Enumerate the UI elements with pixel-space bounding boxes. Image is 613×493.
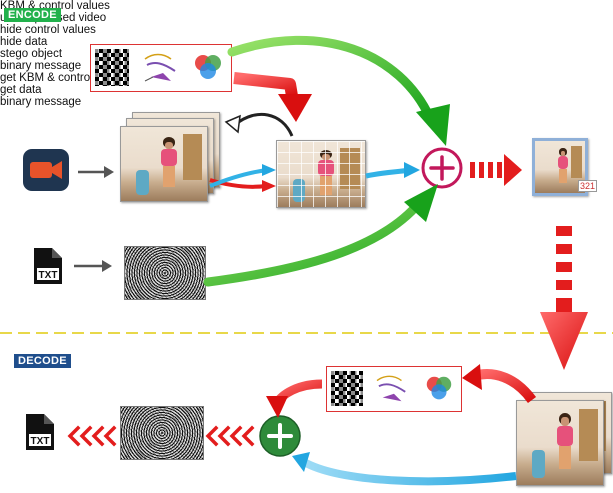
arrow-control-values-to-hide-data [365, 162, 420, 179]
decode-rgb-color-wheel-icon [426, 376, 452, 400]
decode-kbm-control-values-box [326, 366, 462, 412]
hide-data-label: hide data [0, 36, 48, 48]
hide-data-plus-icon [421, 147, 463, 189]
video-camera-icon [23, 149, 69, 191]
stego-object-frame [532, 138, 588, 196]
arrow-txt-to-binary-message [74, 260, 112, 272]
encode-tag: ENCODE [4, 8, 61, 22]
arrow-gridded-frame-to-video [224, 113, 294, 137]
gridded-video-frame [276, 140, 366, 208]
kbm-key-pattern [95, 49, 129, 86]
decode-txt-file-icon: TXT [26, 414, 54, 450]
decode-control-values-icon [376, 375, 406, 402]
kbm-control-values-label: KBM & control values [0, 0, 110, 12]
get-data-label: get data [0, 84, 42, 96]
uncompressed-video-label: uncompressed video [0, 12, 107, 24]
decode-video-frame-front [516, 400, 604, 486]
arrow-decode-video-to-kbm [462, 364, 537, 404]
arrow-camera-to-video [78, 166, 114, 178]
chevrons-binary-to-txt [67, 425, 117, 447]
arrow-decode-video-to-get-data [292, 452, 517, 486]
stego-badge: 321 [578, 180, 598, 192]
decode-binary-message-image [120, 406, 204, 460]
txt-file-icon: TXT [34, 248, 62, 284]
kbm-control-values-box [90, 44, 232, 92]
hide-control-values-label: hide control values [0, 24, 96, 36]
arrow-decode-kbm-to-get-data [266, 379, 323, 418]
rgb-color-wheel-icon [195, 55, 221, 79]
video-frame-front [120, 126, 208, 202]
txt-file-label: TXT [39, 270, 58, 281]
decode-tag: DECODE [14, 354, 71, 368]
binary-message-image [124, 246, 206, 300]
control-values-icon [144, 53, 176, 82]
arrow-stego-to-decode [540, 226, 588, 370]
decode-kbm-key-pattern [331, 371, 363, 406]
decode-binary-message-label: binary message [0, 96, 82, 108]
chevrons-get-data-to-binary [205, 425, 255, 447]
get-data-plus-icon [259, 415, 301, 457]
binary-message-label: binary message [0, 60, 82, 72]
decode-txt-file-label: TXT [31, 436, 50, 447]
section-divider [0, 332, 613, 334]
arrow-hide-data-to-stego [470, 154, 522, 186]
stego-object-label: stego object [0, 48, 63, 60]
